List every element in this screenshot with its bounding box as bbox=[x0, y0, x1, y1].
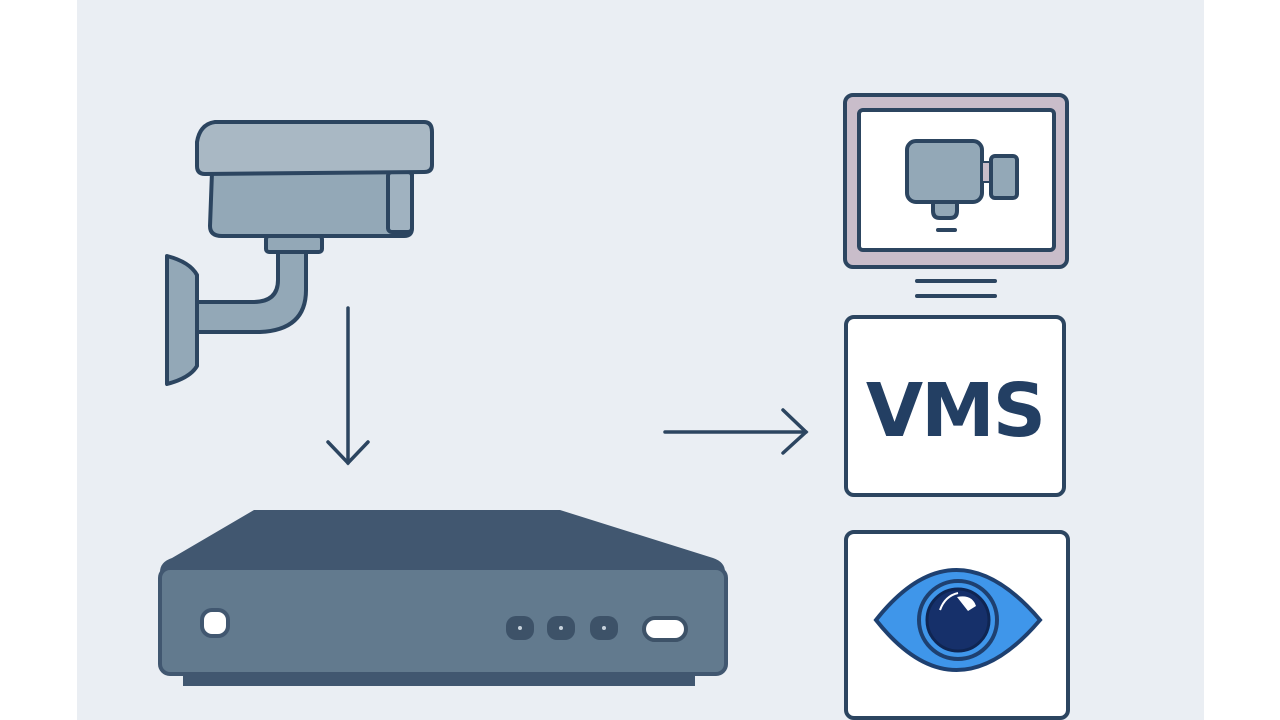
power-button bbox=[200, 608, 230, 638]
pupil-glint bbox=[957, 596, 976, 611]
recorder-front bbox=[158, 566, 728, 676]
eye-icon bbox=[873, 568, 1043, 672]
camera-joint bbox=[264, 234, 324, 254]
arrow-camera-to-recorder bbox=[326, 306, 370, 466]
camera-lens-ring bbox=[386, 170, 414, 234]
vms-box: VMS bbox=[844, 315, 1066, 497]
eye-box bbox=[844, 530, 1070, 720]
camera-hood bbox=[195, 120, 434, 176]
camera-body bbox=[208, 170, 414, 238]
video-camera-icon bbox=[905, 139, 1019, 232]
recorder-base bbox=[183, 672, 695, 686]
arrow-recorder-to-vms bbox=[663, 408, 809, 455]
cctv-camera-icon bbox=[165, 120, 434, 386]
pupil bbox=[925, 587, 991, 653]
nvr-recorder-icon bbox=[158, 510, 728, 686]
wall-mount-plate bbox=[165, 254, 199, 386]
indicator-lights bbox=[506, 616, 618, 640]
disc-slot bbox=[642, 616, 688, 642]
pupil-highlight bbox=[939, 592, 959, 611]
vms-label: VMS bbox=[866, 368, 1044, 454]
camera-arm bbox=[195, 248, 308, 334]
monitor-video-icon bbox=[843, 93, 1069, 298]
